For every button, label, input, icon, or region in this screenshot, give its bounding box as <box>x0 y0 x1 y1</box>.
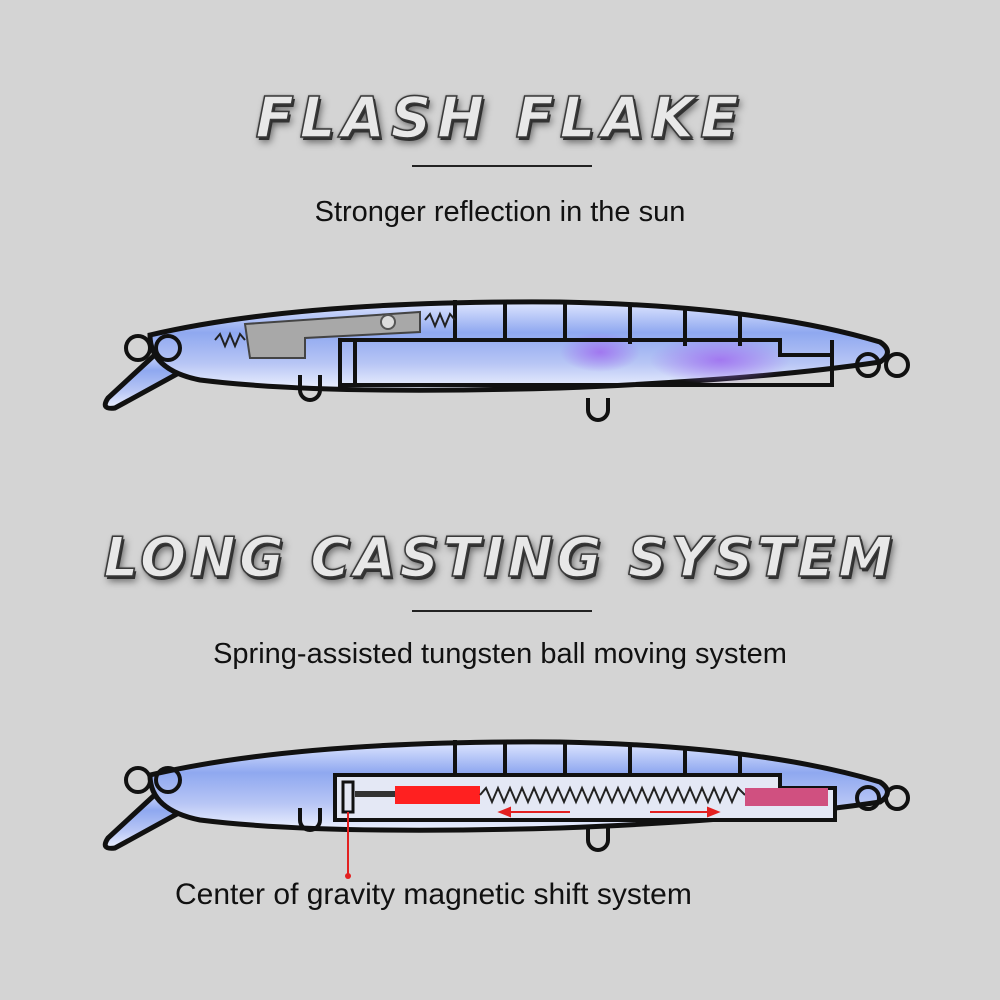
lure-illustration-flash-flake <box>102 299 910 422</box>
tungsten-weight <box>395 786 480 804</box>
title-long-casting-system: LONG CASTING SYSTEM <box>103 525 897 590</box>
flash-plate <box>243 310 421 359</box>
subtitle-flash-flake: Stronger reflection in the sun <box>314 196 686 228</box>
callout-center-of-gravity: Center of gravity magnetic shift system <box>175 878 692 911</box>
divider-2 <box>412 610 592 612</box>
title-flash-flake: FLASH FLAKE <box>255 85 745 152</box>
divider-1 <box>412 165 592 167</box>
lure-illustration-casting-system <box>102 739 910 879</box>
subtitle-long-casting-system: Spring-assisted tungsten ball moving sys… <box>213 638 787 670</box>
magnet-weight <box>745 788 828 806</box>
spring <box>479 785 746 805</box>
